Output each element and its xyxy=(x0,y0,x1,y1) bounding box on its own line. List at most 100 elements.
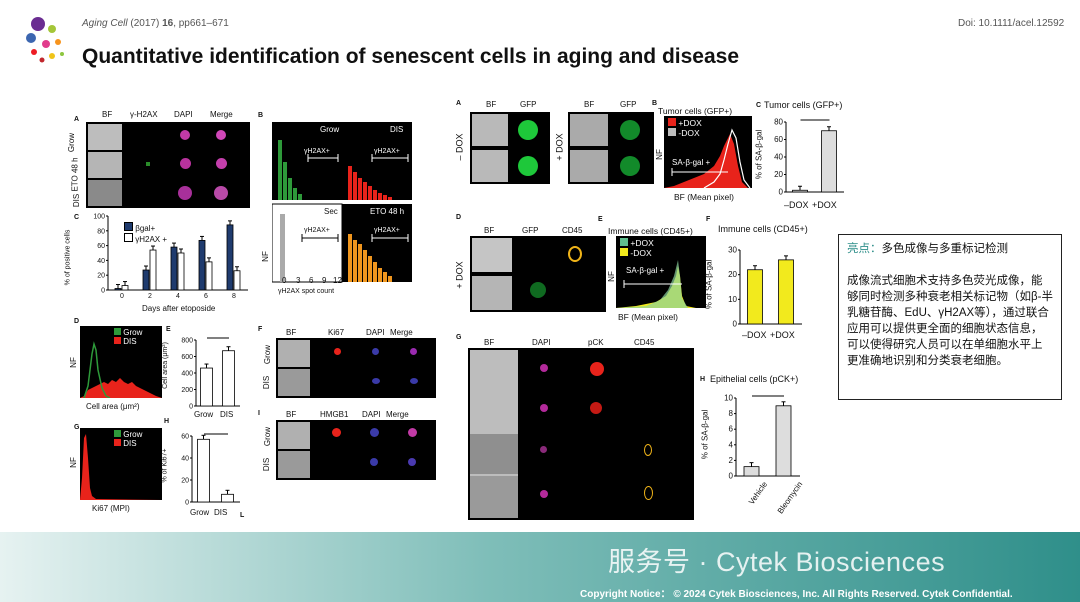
bar xyxy=(198,240,206,291)
ra-col-gfp-1: GFP xyxy=(520,100,537,109)
doi-text: Doi: 10.1111/acel.12592 xyxy=(958,18,1065,29)
y-tick-label: 8 xyxy=(729,409,734,418)
panel-letter: I xyxy=(258,410,260,417)
merge-spot-3 xyxy=(214,186,228,200)
c-legend-bgal-label: βgal+ xyxy=(135,224,156,233)
panel-letter: C xyxy=(74,214,80,221)
b-tick-9: 9 xyxy=(322,276,327,285)
quad-eto: ETO 48 h xyxy=(370,207,405,216)
rf-title: Immune cells (CD45+) xyxy=(718,224,808,234)
rc-cat-plus: +DOX xyxy=(812,200,837,210)
ra-col-bf-2: BF xyxy=(584,100,595,109)
gate-dis: γH2AX+ xyxy=(374,148,400,155)
h-ylabel: % of Ki67+ xyxy=(161,448,169,483)
f-row-dis: DIS xyxy=(262,375,272,390)
highlight-box: 亮点：多色成像与多重标记检测 成像流式细胞术支持多色荧光成像，能够同时检测多种衰… xyxy=(838,234,1062,400)
y-tick-label: 80 xyxy=(97,228,105,235)
dapi-spot-3 xyxy=(178,186,192,200)
b-tick-12: 12 xyxy=(333,276,342,285)
merge-spot-2 xyxy=(216,158,227,169)
y-tick-label: 6 xyxy=(729,425,734,434)
y-tick-label: 20 xyxy=(728,270,737,279)
x-tick-label: 0 xyxy=(120,293,124,300)
right-panel-a: A BF GFP BF GFP – DOX + DOX xyxy=(454,98,654,190)
panel-letter: C xyxy=(756,102,762,109)
page-title: Quantitative identification of senescent… xyxy=(82,45,739,68)
x-tick-label: 2 xyxy=(148,293,152,300)
rb-title: Tumor cells (GFP+) xyxy=(658,106,733,116)
panel-letter: D xyxy=(456,214,462,221)
bar xyxy=(792,189,808,193)
rg-bf-3 xyxy=(470,434,518,474)
y-tick-label: 60 xyxy=(181,434,189,441)
rg-cd45-2 xyxy=(644,486,653,500)
bar xyxy=(142,269,150,291)
panel-letter: A xyxy=(456,100,462,107)
re-legend-plus: +DOX xyxy=(620,238,654,248)
c-xlabel: Days after etoposide xyxy=(142,304,216,313)
y-tick-label: 100 xyxy=(93,214,105,221)
rb-histogram xyxy=(664,116,752,188)
rb-ylabel: NF xyxy=(654,149,664,160)
d-legend-dis: DIS xyxy=(114,337,142,346)
re-legend: +DOX -DOX xyxy=(620,238,654,258)
ra-col-gfp-2: GFP xyxy=(620,100,637,109)
d-legend-grow-label: Grow xyxy=(123,328,143,337)
panel-letter: D xyxy=(74,318,80,325)
row-label-grow: Grow xyxy=(67,132,77,153)
g-legend: Grow DIS xyxy=(114,430,142,448)
f-col-bf: BF xyxy=(286,328,297,337)
bf-cell-2 xyxy=(88,152,122,178)
i-col-dapi: DAPI xyxy=(362,410,381,419)
f-row-grow: Grow xyxy=(263,344,273,365)
panel-letter: F xyxy=(706,216,711,223)
d-legend-grow: Grow xyxy=(114,328,142,337)
i-col-merge: Merge xyxy=(386,410,409,419)
rc-cat-minus: –DOX xyxy=(784,200,809,210)
d-legend-dis-label: DIS xyxy=(123,337,137,346)
highlight-heading-row: 亮点：多色成像与多重标记检测 xyxy=(839,235,1061,259)
journal-volume: 16 xyxy=(162,18,174,29)
ra-row-plus: + DOX xyxy=(554,133,565,161)
ra-gfp-1 xyxy=(518,120,538,140)
journal-pages: , pp661–671 xyxy=(173,18,229,29)
rd-col-gfp: GFP xyxy=(522,226,539,235)
i-merge-1 xyxy=(408,428,417,437)
g-legend-dis-label: DIS xyxy=(123,439,137,448)
rh-title: Epithelial cells (pCK+) xyxy=(710,374,799,384)
i-dapi-1 xyxy=(370,428,379,437)
journal-citation: Aging Cell (2017) 16, pp661–671 xyxy=(82,18,229,29)
bar xyxy=(149,249,157,291)
gate-eto: γH2AX+ xyxy=(374,227,400,234)
panel-letter: H xyxy=(164,418,170,425)
bf-cell-3 xyxy=(88,180,122,206)
y-tick-label: 20 xyxy=(97,273,105,280)
rd-bf-1 xyxy=(472,238,512,272)
rg-pck-1 xyxy=(590,362,604,376)
highlight-label: 亮点： xyxy=(847,243,882,255)
left-panel-d: D NF Grow DIS Cell area (μm²) xyxy=(69,318,164,414)
left-panel-a: A BF γ-H2AX DAPI Merge Grow ETO 48 h DIS xyxy=(67,108,250,208)
h-cat-dis: DIS xyxy=(214,508,228,517)
y-tick-label: 4 xyxy=(729,440,734,449)
y-tick-label: 10 xyxy=(724,394,733,403)
d-histogram xyxy=(80,326,162,398)
re-legend-minus: -DOX xyxy=(620,248,654,258)
ra-gfp-3 xyxy=(620,120,640,140)
rh-cat-vehicle: Vehicle xyxy=(747,480,770,507)
g-legend-grow: Grow xyxy=(114,430,142,439)
col-label-bf: BF xyxy=(102,110,113,119)
f-bf-2 xyxy=(278,369,310,396)
row-label-dis: DIS xyxy=(72,193,82,208)
d-xlabel: Cell area (μm²) xyxy=(86,402,140,411)
bar xyxy=(177,252,185,291)
panel-letter: H xyxy=(700,376,706,383)
f-dapi-2 xyxy=(372,378,380,384)
re-xlabel: BF (Mean pixel) xyxy=(618,312,678,322)
